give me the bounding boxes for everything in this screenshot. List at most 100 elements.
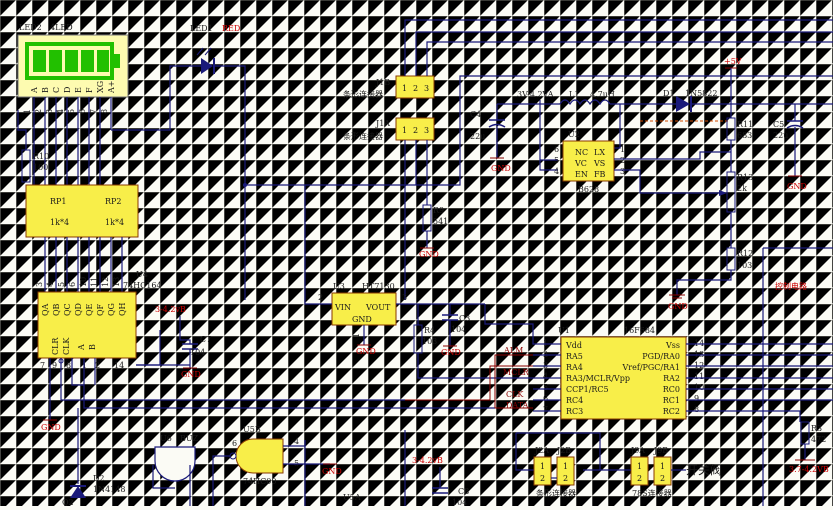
u4-pin-clr: CLR	[51, 337, 60, 355]
u2-n2: 2	[620, 156, 625, 165]
resistor-pack[interactable]: RP1 RP2 1k*4 1k*4	[25, 184, 139, 292]
battery-bar-1-icon	[33, 50, 46, 72]
c5-component[interactable]: C5 22u GND	[773, 104, 807, 191]
net-mclr: MCLR	[503, 368, 530, 377]
j1a-connector[interactable]: J1A 条形连接器 1 2 3	[343, 117, 435, 300]
u1-n7: 7	[543, 405, 548, 414]
inductor-coil-icon	[559, 99, 611, 106]
j2a-p2: 2	[540, 474, 545, 483]
u1-component[interactable]: U1 16F684 Vdd RA5 RA4 RA3/MCLR/Vpp CCP1/…	[405, 304, 833, 422]
u5a-ref: U5A	[343, 493, 361, 502]
led2-pin-a: A	[30, 87, 39, 94]
c3-component[interactable]: C3 104 GND	[441, 304, 470, 357]
r3-component[interactable]: R3 472 3.7-4.2VB	[789, 421, 829, 474]
u1-n11: 11	[694, 372, 704, 381]
j9b-p1: 1	[660, 462, 665, 471]
j9-connector[interactable]: J9A J9B 1 2 1 2 开关阀 78S连接器	[600, 446, 722, 498]
u1-part: 16F684	[624, 326, 655, 335]
u6-part: BUZ	[180, 434, 199, 443]
gnd-r12: GND	[668, 302, 688, 311]
u1-r5: RC0	[663, 385, 680, 394]
u4-num-5: 5	[57, 282, 66, 287]
u3-component[interactable]: U3 HT7130 VIN VOUT GND 2 3 1 GND	[304, 185, 485, 356]
d2-component[interactable]: D2 1N4148 Q2	[62, 408, 125, 507]
rp1-ref: RP1	[50, 197, 67, 206]
gnd-u4: GND	[41, 423, 61, 432]
j9-name: 78S连接器	[632, 488, 672, 498]
u1-n10: 10	[694, 383, 704, 392]
r10-ref: R10	[33, 152, 49, 161]
u2-component[interactable]: U2 NC VC EN LX VS FB 6 5 4 1 2 3 B628	[554, 130, 731, 194]
led2-num-5: 5	[67, 109, 76, 114]
u5b-ref: U5B	[243, 425, 261, 434]
j2a-ref: J2A	[534, 446, 549, 455]
r11-value: 683	[737, 131, 752, 140]
u2-n5: 5	[554, 156, 559, 165]
c8-ref: C8	[458, 487, 469, 496]
j2a-p1: 1	[540, 462, 545, 471]
u4-num-12: 12	[101, 277, 110, 287]
d1-component[interactable]: D1 1N5822	[663, 89, 833, 112]
u1-ref: U1	[558, 326, 570, 335]
r3-value: 472	[811, 435, 826, 444]
u5b-component[interactable]: U5B 4 5 6 74HC00 GND	[212, 425, 342, 506]
rp-body	[25, 184, 139, 238]
plus5v-flag: +5V	[724, 57, 742, 118]
j1b-pin-1: 1	[402, 84, 407, 93]
u1-l3: RA4	[566, 363, 583, 372]
r13-ref: R13	[737, 173, 753, 182]
j1b-connector[interactable]: J1B 条形连接器 1 2 3	[343, 19, 833, 99]
u1-r4: RA2	[663, 374, 680, 383]
rp2-value: 1k*4	[105, 218, 124, 227]
led2-component[interactable]: LED2 4LED A B C D E F XG A+ 1 2 3 4 5 6 …	[17, 23, 129, 185]
r10-body	[21, 149, 31, 183]
u1-n5: 5	[543, 383, 548, 392]
j1a-name: 条形连接器	[343, 131, 383, 141]
r9-component[interactable]: R9 541 GND	[419, 204, 448, 259]
u3-part: HT7130	[362, 282, 395, 291]
d1-value: 1N5822	[685, 89, 717, 98]
led2-pin-d: D	[63, 87, 72, 93]
r9-value: 541	[433, 217, 448, 226]
j9a-p1: 1	[637, 462, 642, 471]
u2-vs: VS	[593, 159, 605, 168]
u4-num-9: 9	[52, 361, 57, 370]
j2b-ref: J2B	[556, 446, 571, 455]
gnd-c7: GND	[181, 370, 201, 379]
j1b-pin-3: 3	[424, 84, 429, 93]
c3-ref: C3	[459, 314, 470, 323]
u1-l1: Vdd	[565, 341, 582, 350]
u1-n8: 8	[694, 405, 699, 414]
c4-component[interactable]: C4 22u GND	[470, 104, 511, 173]
u1-r1: Vss	[665, 341, 680, 350]
battery-bar-3-icon	[65, 50, 78, 72]
u4-num-10: 10	[79, 277, 88, 287]
j1a-pin-2: 2	[413, 126, 418, 135]
u6-component[interactable]: U6 BUZ	[152, 434, 199, 506]
led1-part: RED	[222, 24, 240, 33]
u3-p2: 2	[318, 293, 323, 302]
led1-component[interactable]: LED1 RED	[111, 24, 246, 300]
c4-value: 22u	[470, 132, 485, 141]
j2-connector[interactable]: J2A J2B 1 2 1 2 条形连接器	[515, 432, 601, 498]
r10-component[interactable]: R10 100	[17, 110, 49, 183]
feedback-divider[interactable]: R11 683 R13 2k R12 103 GND	[668, 117, 753, 311]
u4-pin-qd: QD	[74, 303, 83, 316]
gnd-c3: GND	[441, 348, 461, 357]
l1-component[interactable]: L1 4.7uH	[559, 90, 676, 106]
plus5v-label: +5V	[724, 57, 742, 66]
c3-value: 104	[451, 325, 466, 334]
u4-pin-a: A	[77, 344, 86, 351]
u3-vout: VOUT	[365, 303, 391, 312]
r13-value: 2k	[737, 184, 747, 193]
c8-component[interactable]: 3-4.2vB C8 104	[412, 456, 469, 507]
u4-pin-qe: QE	[85, 303, 94, 316]
control-circuit-label: 控制电路	[775, 281, 807, 291]
j9b-ref: J9B	[653, 446, 668, 455]
u4-component[interactable]: U4 74HC164 QA QB QC QD QE QF QG QH 3 4 5…	[35, 270, 495, 420]
rp1-value: 1k*4	[50, 218, 69, 227]
u4-pin-b: B	[88, 344, 97, 350]
u2-en: EN	[575, 170, 588, 179]
u2-lx: LX	[594, 148, 605, 157]
